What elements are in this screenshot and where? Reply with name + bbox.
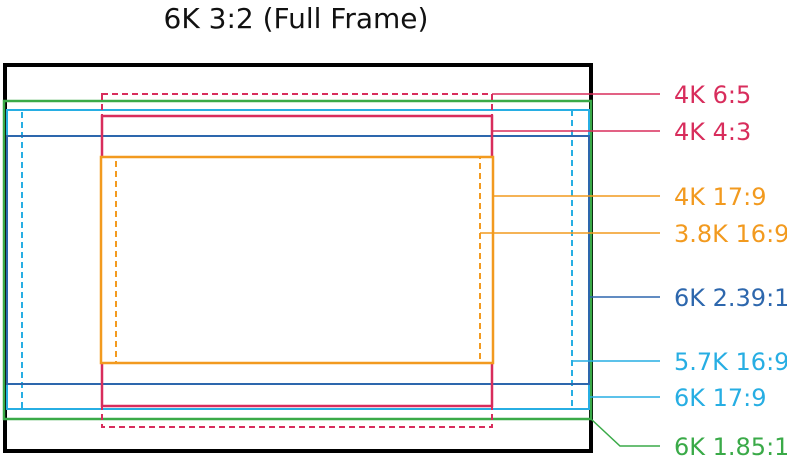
label-6k-17-9: 6K 17:9 <box>674 384 767 412</box>
frame-6k-2-39-1 <box>6 135 590 385</box>
label-5-7k-16-9: 5.7K 16:9 <box>674 348 787 376</box>
label-4k-6-5: 4K 6:5 <box>674 81 751 109</box>
label-6k-2-39-1: 6K 2.39:1 <box>674 284 787 312</box>
frame-4k-6-5 <box>101 93 493 428</box>
label-6k-1-85-1: 6K 1.85:1 <box>674 433 787 461</box>
frame-4k-17-9 <box>99 155 495 365</box>
leader-6k-1-85-1 <box>590 418 660 447</box>
frame-3-8k-16-9 <box>115 156 481 364</box>
frame-5-7k-16-9 <box>21 109 573 410</box>
label-4k-4-3: 4K 4:3 <box>674 118 751 146</box>
diagram-title: 6K 3:2 (Full Frame) <box>164 2 429 35</box>
label-3-8k-16-9: 3.8K 16:9 <box>674 220 787 248</box>
label-4k-17-9: 4K 17:9 <box>674 183 767 211</box>
frame-6k-1-85-1 <box>2 99 593 421</box>
